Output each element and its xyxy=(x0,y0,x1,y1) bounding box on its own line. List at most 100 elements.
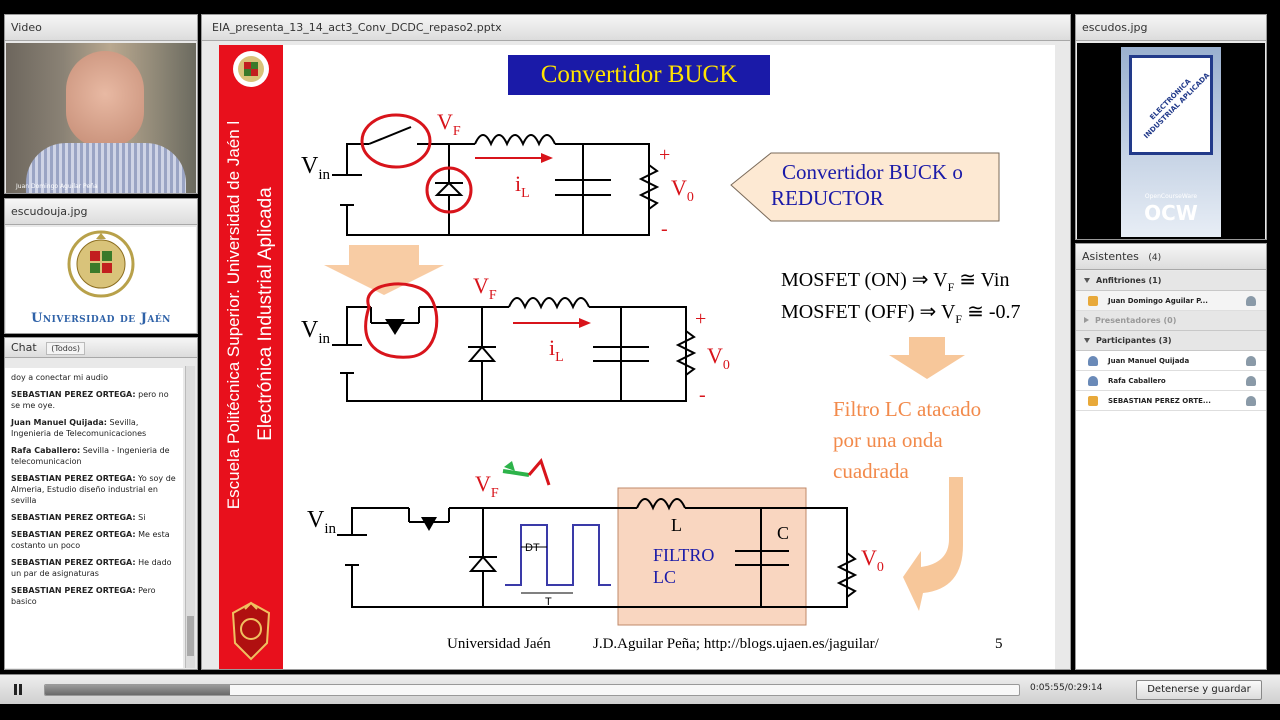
webcam-feed: Juan Domingo Aguilar Peña xyxy=(6,43,196,193)
ocw-logo: OCW xyxy=(1144,201,1198,225)
filter-title-1: FILTRO xyxy=(653,545,714,565)
vf-label-3: VF xyxy=(475,471,499,501)
collapsed-triangle-icon xyxy=(1084,317,1089,323)
plus-2: + xyxy=(695,308,706,330)
share-pod: EIA_presenta_13_14_act3_Conv_DCDC_repaso… xyxy=(201,14,1071,670)
filter-c-label: C xyxy=(777,523,789,543)
chat-pod-title: Chat (Todos) xyxy=(5,338,197,358)
escudos-picture: ELECTRÓNICA INDUSTRIAL APLICADA OpenCour… xyxy=(1121,47,1221,237)
attendee-row-participant[interactable]: Rafa Caballero xyxy=(1076,371,1266,391)
logo-pod: escudouja.jpg Universidad de Jaén xyxy=(4,198,198,334)
curved-arrow xyxy=(903,477,963,611)
playback-bar: 0:05:55/0:29:14 Detenerse y guardar xyxy=(0,674,1280,704)
chat-author: SEBASTIAN PEREZ ORTEGA: xyxy=(11,513,136,522)
expanded-triangle-icon xyxy=(1084,338,1090,343)
pointer-hand-icon xyxy=(502,458,551,486)
chat-author: SEBASTIAN PEREZ ORTEGA: xyxy=(11,530,136,539)
attendees-list: Anfitriones (1) Juan Domingo Aguilar P..… xyxy=(1076,271,1266,669)
user-lock-icon xyxy=(1088,396,1098,406)
footer-mid: J.D.Aguilar Peña; http://blogs.ujaen.es/… xyxy=(593,636,880,652)
sidebar-seal-icon xyxy=(233,51,269,87)
chat-author: SEBASTIAN PEREZ ORTEGA: xyxy=(11,474,136,483)
chat-message: SEBASTIAN PEREZ ORTEGA: Si xyxy=(11,512,177,523)
pause-icon-bar xyxy=(19,684,22,695)
circuit-3 xyxy=(337,498,858,608)
pause-button[interactable] xyxy=(8,681,28,699)
chat-author: SEBASTIAN PEREZ ORTEGA: xyxy=(11,586,136,595)
attendee-row-host[interactable]: Juan Domingo Aguilar P... xyxy=(1076,291,1266,311)
lc-note-3: cuadrada xyxy=(833,459,909,483)
logo-pod-title: escudouja.jpg xyxy=(5,199,197,225)
circuit-2-diode xyxy=(467,345,497,362)
chat-author: Rafa Caballero: xyxy=(11,446,81,455)
participants-header[interactable]: Participantes (3) xyxy=(1076,331,1266,351)
video-pod-title: Video xyxy=(5,15,197,41)
chat-text: Sevilla, Ingenieria de Telecomunicacione… xyxy=(11,418,147,438)
footer-left: Universidad Jaén xyxy=(447,636,551,652)
callout-shape xyxy=(730,152,1000,222)
mosfet-off-eq: MOSFET (OFF) ⇒ VF ≅ -0.7 xyxy=(781,301,1021,326)
escudos-image: ELECTRÓNICA INDUSTRIAL APLICADA OpenCour… xyxy=(1077,43,1265,239)
chat-text: Yo soy de Almeria, Estudio diseño indust… xyxy=(11,474,176,505)
chat-author: SEBASTIAN PEREZ ORTEGA: xyxy=(11,558,136,567)
plus-1: + xyxy=(659,144,670,166)
chat-text: doy a conectar mi audio xyxy=(11,373,108,382)
user-status-icon xyxy=(1246,376,1256,386)
circuit-diagrams: Vin VF iL V0 + - xyxy=(301,109,1003,652)
expanded-triangle-icon xyxy=(1084,278,1090,283)
escudos-badge: ELECTRÓNICA INDUSTRIAL APLICADA xyxy=(1129,55,1213,155)
square-wave xyxy=(505,524,611,586)
university-name: Universidad de Jaén xyxy=(31,311,171,326)
chat-scope[interactable]: (Todos) xyxy=(46,342,86,355)
share-pod-title: EIA_presenta_13_14_act3_Conv_DCDC_repaso… xyxy=(202,15,1070,41)
video-caption: Juan Domingo Aguilar Peña xyxy=(16,183,98,190)
logo-image: Universidad de Jaén xyxy=(6,227,196,333)
callout-text-2: REDUCTOR xyxy=(771,186,884,210)
speaker-body xyxy=(26,143,186,193)
video-pod: Video Juan Domingo Aguilar Peña xyxy=(4,14,198,194)
v0-label-3: V0 xyxy=(861,545,884,575)
chat-author: Juan Manuel Quijada: xyxy=(11,418,107,427)
minus-2: - xyxy=(699,384,706,406)
chat-message: Rafa Caballero: Sevilla - Ingenieria de … xyxy=(11,445,177,467)
chat-scrollbar[interactable] xyxy=(185,366,195,668)
circuit-1-diode xyxy=(434,181,464,196)
chat-message: SEBASTIAN PEREZ ORTEGA: Yo soy de Almeri… xyxy=(11,473,177,506)
slide-title: Convertidor BUCK xyxy=(508,55,770,95)
progress-track[interactable] xyxy=(44,684,1020,696)
down-arrow-orange xyxy=(324,245,444,295)
il-label-1: iL xyxy=(515,171,530,201)
attendee-row-participant[interactable]: Juan Manuel Quijada xyxy=(1076,351,1266,371)
lc-note-2: por una onda xyxy=(833,428,943,452)
attendees-pod: Asistentes (4) Anfitriones (1) Juan Domi… xyxy=(1075,243,1267,670)
vin-label-2: Vin xyxy=(301,317,331,347)
vin-label-3: Vin xyxy=(307,507,337,537)
stop-save-button[interactable]: Detenerse y guardar xyxy=(1136,680,1262,700)
attendee-row-participant[interactable]: SEBASTIAN PEREZ ORTE... xyxy=(1076,391,1266,411)
il-label-2: iL xyxy=(549,335,564,365)
vf-label-1: VF xyxy=(437,109,461,139)
user-icon xyxy=(1088,356,1098,366)
v0-label-1: V0 xyxy=(671,175,694,205)
host-lock-icon xyxy=(1088,296,1098,306)
speaker-head xyxy=(66,51,144,147)
user-status-icon xyxy=(1246,396,1256,406)
chat-title: Chat xyxy=(11,341,37,354)
circuit-1-diode-highlight xyxy=(425,166,473,214)
progress-fill xyxy=(45,685,231,695)
chat-message: SEBASTIAN PEREZ ORTEGA: He dado un par d… xyxy=(11,557,177,579)
chat-message: SEBASTIAN PEREZ ORTEGA: pero no se me oy… xyxy=(11,389,177,411)
t-label: T xyxy=(545,596,552,608)
university-seal-icon xyxy=(67,230,135,298)
chat-author: SEBASTIAN PEREZ ORTEGA: xyxy=(11,390,136,399)
user-icon xyxy=(1088,376,1098,386)
chat-message: SEBASTIAN PEREZ ORTEGA: Pero basico xyxy=(11,585,177,607)
chat-scroll-thumb[interactable] xyxy=(187,616,194,656)
attendees-count: (4) xyxy=(1148,253,1162,263)
vf-label-2: VF xyxy=(473,273,497,303)
minus-1: - xyxy=(661,218,668,240)
hosts-header[interactable]: Anfitriones (1) xyxy=(1076,271,1266,291)
presenters-header[interactable]: Presentadores (0) xyxy=(1076,311,1266,331)
time-readout: 0:05:55/0:29:14 xyxy=(1030,683,1103,693)
